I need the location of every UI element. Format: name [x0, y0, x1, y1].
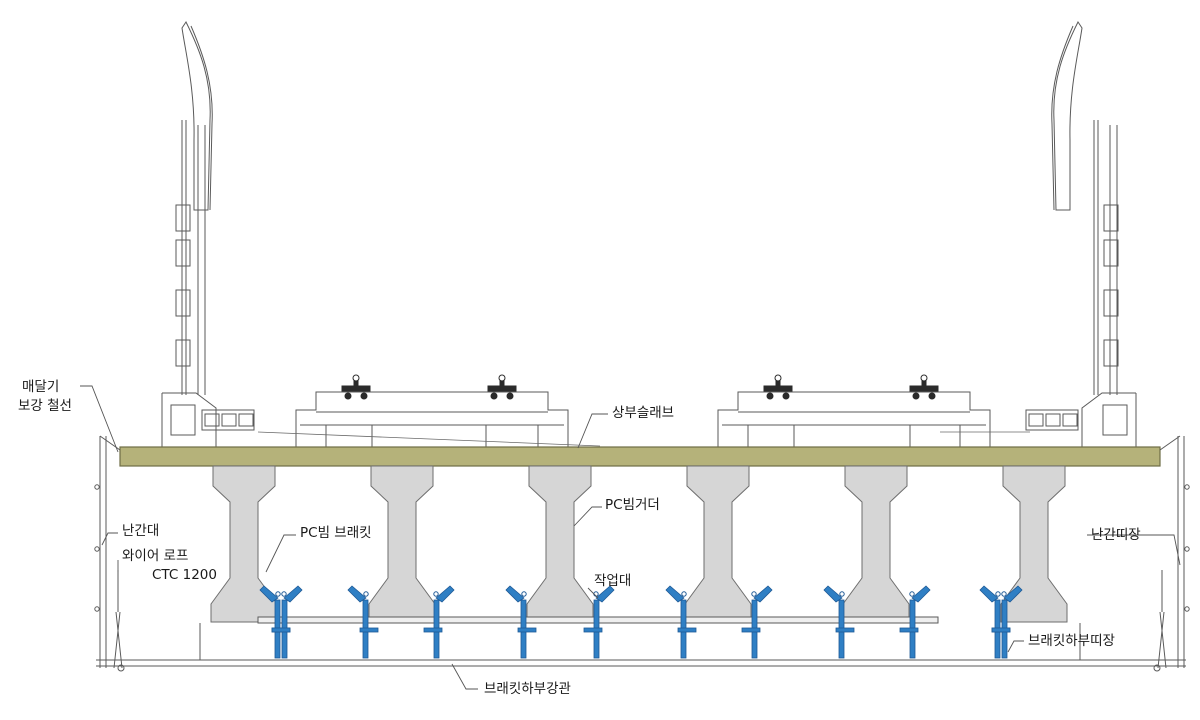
- work-platform-label: 작업대: [594, 573, 632, 589]
- pc-girder-4: [684, 465, 752, 623]
- left-track-bed: [295, 391, 569, 447]
- upper-slab: [119, 446, 1161, 467]
- hanging-wire-label: 매달기 보강 철선: [18, 378, 72, 416]
- left-sound-barrier: [161, 21, 255, 448]
- right-sound-barrier: [1025, 21, 1137, 448]
- wire-rope-label-line1: 와이어 로프: [122, 548, 189, 564]
- pc-beam-girder-label: PC빔거더: [605, 497, 660, 513]
- pc-girder-2: [368, 465, 436, 623]
- railing-label: 난간대: [122, 523, 160, 539]
- hanging-wire-label-line1: 매달기: [22, 379, 60, 395]
- bracket-bottom-pipe-label: 브래킷하부강관: [484, 681, 571, 697]
- leader-lines: [80, 385, 1181, 690]
- bracket-bottom-wale-label: 브래킷하부띠장: [1028, 633, 1115, 649]
- hanging-wire-label-line2: 보강 철선: [18, 398, 72, 414]
- pc-girder-3: [526, 465, 594, 623]
- rail-fastener-icon: [341, 374, 939, 400]
- pc-girder-1: [210, 465, 278, 623]
- pc-girder-5: [842, 465, 910, 623]
- pc-beam-bracket-label: PC빔 브래킷: [300, 525, 372, 541]
- railing-wale-label: 난간띠장: [1091, 527, 1141, 543]
- deck-slope-lines: [257, 431, 1030, 447]
- right-track-bed: [717, 391, 991, 447]
- upper-slab-label: 상부슬래브: [612, 405, 675, 421]
- wire-rope-label-line2: CTC 1200: [152, 567, 217, 583]
- pc-girders: [210, 465, 1068, 623]
- wire-rope-label: 와이어 로프 CTC 1200: [122, 547, 217, 585]
